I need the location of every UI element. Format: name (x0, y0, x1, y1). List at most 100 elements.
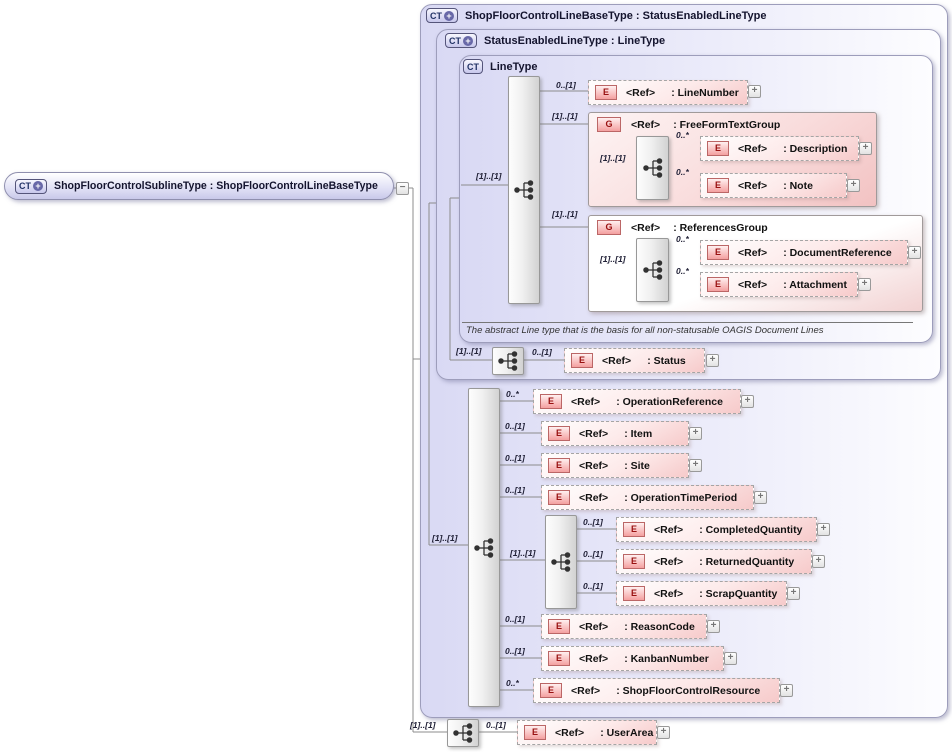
expand-toggle[interactable]: + (707, 620, 720, 633)
ct-label: CT (449, 35, 461, 46)
element-row-kanban-number[interactable]: E <Ref> : KanbanNumber (541, 646, 724, 671)
expand-toggle[interactable]: + (741, 395, 754, 408)
expand-toggle[interactable]: + (754, 491, 767, 504)
element-name: : Note (783, 179, 813, 192)
sequence-bar-refg (636, 238, 669, 302)
cardinality-label: 0..* (676, 167, 689, 177)
expand-toggle[interactable]: + (780, 684, 793, 697)
group-name: : ReferencesGroup (673, 221, 768, 234)
sequence-icon (547, 550, 575, 574)
cardinality-label: 0..* (676, 266, 689, 276)
group-icon: G (597, 117, 621, 132)
sequence-bar-fftg (636, 136, 669, 200)
group-title-references-group[interactable]: G <Ref> : ReferencesGroup (597, 220, 768, 235)
cardinality-label: 0..[1] (505, 646, 525, 656)
cardinality-label: [1]..[1] (410, 720, 436, 730)
expand-toggle[interactable]: + (748, 85, 761, 98)
element-row-user-area[interactable]: E <Ref> : UserArea (517, 720, 657, 745)
element-row-completed-quantity[interactable]: E <Ref> : CompletedQuantity (616, 517, 817, 542)
sequence-icon-user-area (447, 719, 479, 747)
complex-type-icon: CT+ (445, 33, 477, 48)
cardinality-label: [1]..[1] (476, 171, 502, 181)
complex-type-icon: CT+ (15, 178, 47, 194)
group-icon: G (597, 220, 621, 235)
element-icon: E (540, 683, 562, 698)
element-row-status[interactable]: E <Ref> : Status (564, 348, 705, 373)
expand-toggle[interactable]: + (859, 142, 872, 155)
expand-toggle[interactable]: + (817, 523, 830, 536)
expand-toggle[interactable]: + (787, 587, 800, 600)
ref-label: <Ref> (571, 395, 601, 408)
element-icon: E (623, 586, 645, 601)
element-row-site[interactable]: E <Ref> : Site (541, 453, 689, 478)
cardinality-label: 0..[1] (583, 517, 603, 527)
element-row-shop-floor-control-resource[interactable]: E <Ref> : ShopFloorControlResource (533, 678, 780, 703)
ref-label: <Ref> (579, 459, 609, 472)
expand-toggle[interactable]: + (812, 555, 825, 568)
element-name: : KanbanNumber (624, 652, 709, 665)
cardinality-label: 0..[1] (505, 453, 525, 463)
group-title-free-form-text-group[interactable]: G <Ref> : FreeFormTextGroup (597, 117, 780, 132)
sequence-bar-line-type (508, 76, 540, 304)
root-title-text: ShopFloorControlSublineType : ShopFloorC… (54, 180, 378, 192)
element-name: : OperationReference (616, 395, 723, 408)
element-name: : ReasonCode (624, 620, 695, 633)
root-complex-type-pill[interactable]: CT+ ShopFloorControlSublineType : ShopFl… (4, 172, 394, 200)
cardinality-label: 0..[1] (486, 720, 506, 730)
ref-label: <Ref> (579, 491, 609, 504)
element-row-item[interactable]: E <Ref> : Item (541, 421, 689, 446)
element-icon: E (548, 651, 570, 666)
element-row-reason-code[interactable]: E <Ref> : ReasonCode (541, 614, 707, 639)
line-type-annotation: The abstract Line type that is the basis… (466, 325, 824, 336)
element-icon: E (623, 522, 645, 537)
element-icon: E (540, 394, 562, 409)
expand-toggle[interactable]: + (908, 246, 921, 259)
sequence-bar-quantities (545, 515, 577, 609)
element-row-operation-reference[interactable]: E <Ref> : OperationReference (533, 389, 741, 414)
expand-toggle[interactable]: + (706, 354, 719, 367)
sequence-icon (639, 156, 667, 180)
cardinality-label: [1]..[1] (510, 548, 536, 558)
element-name: : OperationTimePeriod (624, 491, 738, 504)
sequence-icon (470, 536, 498, 560)
ref-label: <Ref> (631, 221, 661, 234)
ref-label: <Ref> (571, 684, 601, 697)
expand-toggle[interactable]: + (724, 652, 737, 665)
element-name: : Site (624, 459, 650, 472)
cardinality-label: 0..[1] (505, 614, 525, 624)
element-row-line-number[interactable]: E <Ref> : LineNumber (588, 80, 748, 105)
ref-label: <Ref> (579, 620, 609, 633)
expand-toggle[interactable]: + (847, 179, 860, 192)
element-row-scrap-quantity[interactable]: E <Ref> : ScrapQuantity (616, 581, 787, 606)
ref-label: <Ref> (654, 523, 684, 536)
element-row-returned-quantity[interactable]: E <Ref> : ReturnedQuantity (616, 549, 812, 574)
ct-label: CT (430, 10, 442, 21)
collapse-toggle[interactable]: − (396, 182, 409, 195)
element-row-document-reference[interactable]: E <Ref> : DocumentReference (700, 240, 908, 265)
element-row-attachment[interactable]: E <Ref> : Attachment (700, 272, 858, 297)
expand-toggle[interactable]: + (657, 726, 670, 739)
expand-toggle[interactable]: + (689, 427, 702, 440)
element-row-description[interactable]: E <Ref> : Description (700, 136, 859, 161)
base-type-title: CT+ ShopFloorControlLineBaseType : Statu… (426, 8, 767, 23)
ref-label: <Ref> (654, 555, 684, 568)
status-type-title: CT+ StatusEnabledLineType : LineType (445, 33, 665, 48)
ref-label: <Ref> (738, 179, 768, 192)
element-name: : Attachment (783, 278, 847, 291)
line-type-title: CT LineType (463, 59, 537, 74)
sequence-icon (510, 178, 538, 202)
element-icon: E (595, 85, 617, 100)
ref-label: <Ref> (626, 86, 656, 99)
element-icon: E (707, 178, 729, 193)
ref-label: <Ref> (738, 142, 768, 155)
expand-toggle[interactable]: + (858, 278, 871, 291)
element-row-operation-time-period[interactable]: E <Ref> : OperationTimePeriod (541, 485, 754, 510)
expand-toggle[interactable]: + (689, 459, 702, 472)
derived-plus-icon: + (444, 10, 454, 21)
cardinality-label: 0..[1] (583, 581, 603, 591)
sequence-icon (494, 349, 522, 373)
cardinality-label: 0..[1] (583, 549, 603, 559)
element-row-note[interactable]: E <Ref> : Note (700, 173, 847, 198)
line-type-title-text: LineType (490, 60, 538, 73)
element-icon: E (548, 490, 570, 505)
